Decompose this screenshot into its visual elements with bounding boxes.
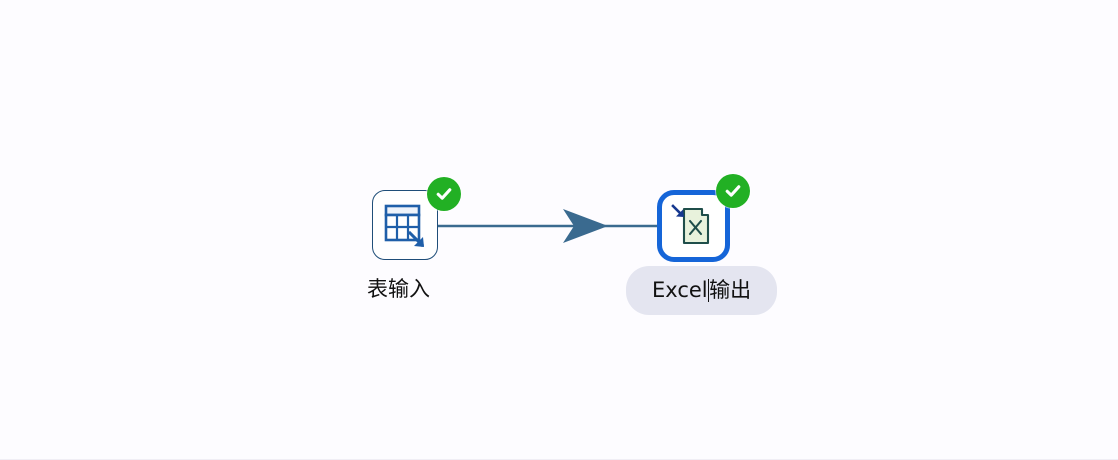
node-excel-output-box[interactable] (657, 190, 730, 262)
node-excel-output-label-suffix: 输出 (709, 278, 752, 302)
node-table-input-box[interactable] (372, 190, 438, 260)
text-caret (707, 279, 710, 302)
node-table-input-status-badge[interactable] (427, 177, 461, 211)
node-excel-output[interactable] (657, 174, 750, 262)
excel-document-export-icon (670, 204, 709, 245)
node-excel-output-status-badge[interactable] (716, 174, 750, 208)
node-table-input-label[interactable]: 表输入 (367, 277, 430, 301)
edge-arrowhead-icon (563, 209, 608, 243)
check-circle-icon (436, 188, 452, 200)
edge-table-input-to-excel-output (438, 209, 658, 243)
node-table-input[interactable] (372, 177, 461, 260)
node-excel-output-label-prefix: Excel (652, 278, 708, 302)
check-circle-icon (725, 185, 741, 197)
arrow-down-right-icon (414, 237, 424, 247)
table-grid-import-icon (384, 204, 425, 248)
arrow-down-right-icon (675, 209, 684, 217)
